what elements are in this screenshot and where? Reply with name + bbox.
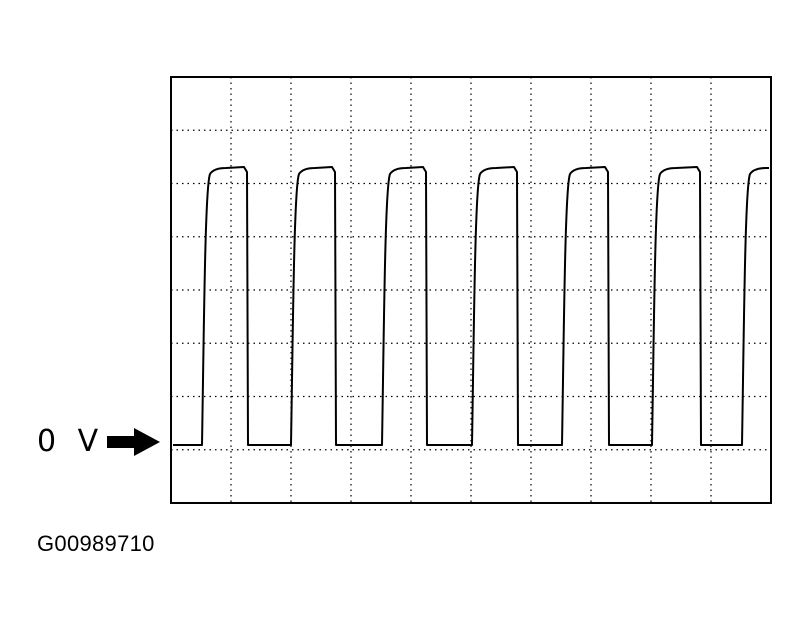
scope-grid [171, 77, 771, 503]
figure-id: G00989710 [37, 531, 155, 556]
zero-volt-label: 0 V [37, 424, 105, 459]
waveform-trace [173, 166, 769, 446]
scope-frame [170, 76, 772, 504]
right-arrow-icon [107, 428, 160, 456]
